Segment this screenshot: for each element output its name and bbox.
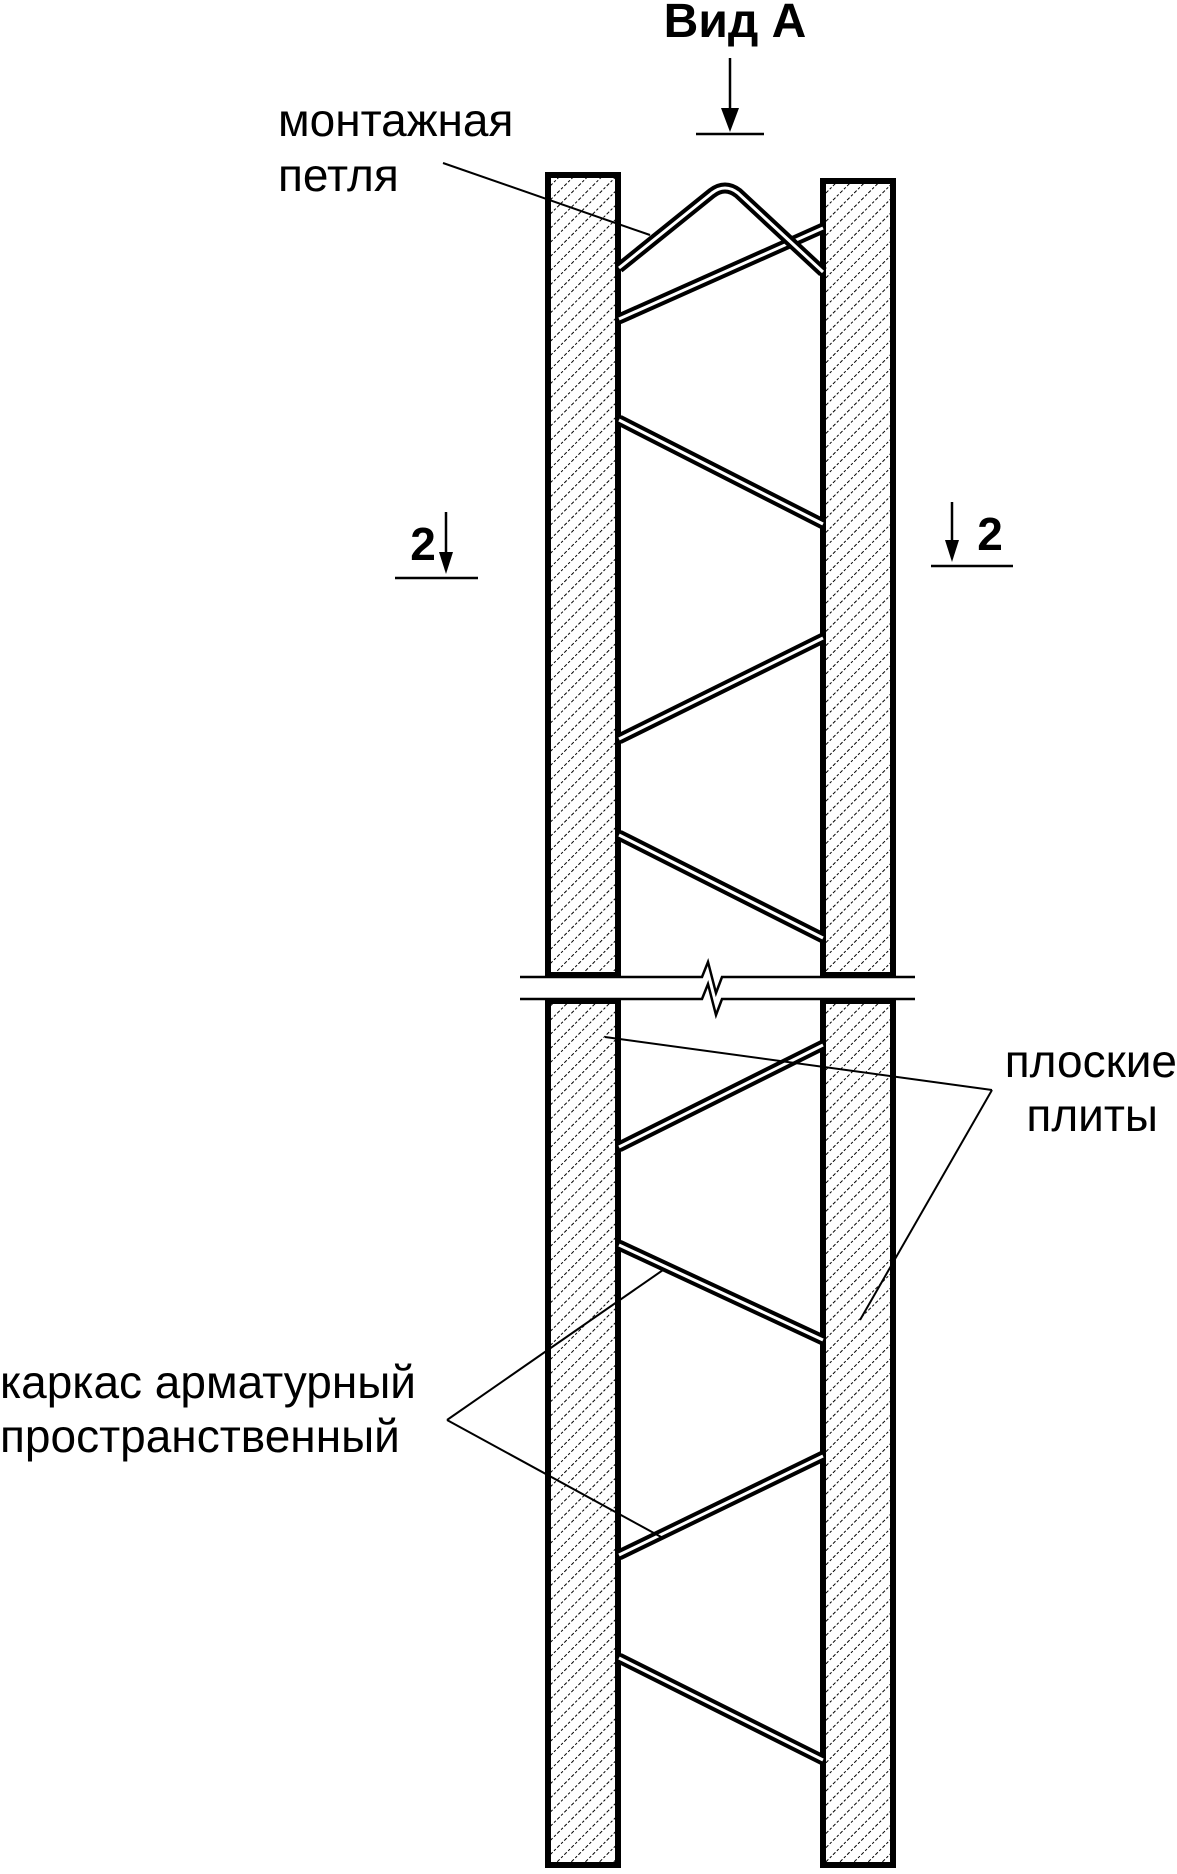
view-a-arrow <box>696 58 764 136</box>
section-marker-right <box>931 502 1013 568</box>
rod-8 <box>616 1653 826 1765</box>
rod-2 <box>616 415 826 529</box>
frame-label-line1: каркас арматурный <box>0 1356 416 1408</box>
mounting-loop <box>615 182 827 277</box>
section-marker-left <box>395 512 478 580</box>
left-plate-lower <box>545 998 621 1868</box>
break-line <box>520 957 920 1020</box>
view-a-label: Вид А <box>664 0 807 48</box>
leader-mounting-loop <box>442 162 651 236</box>
frame-label-line2: пространственный <box>0 1410 400 1462</box>
left-plate-upper <box>545 172 621 978</box>
rod-4 <box>616 830 826 943</box>
right-plate-lower <box>820 998 896 1868</box>
leader-frame <box>446 1269 664 1539</box>
section-right-label: 2 <box>977 508 1003 560</box>
rod-5 <box>616 1040 826 1152</box>
flat-plates-label-line2: плиты <box>1026 1089 1158 1141</box>
section-left-label: 2 <box>410 518 436 570</box>
leader-flat-plates <box>604 1036 993 1321</box>
rod-6 <box>616 1240 826 1345</box>
rod-3 <box>616 633 826 744</box>
right-plate-upper <box>820 178 896 978</box>
rod-7 <box>616 1451 826 1560</box>
mounting-loop-label-line2: петля <box>278 149 399 201</box>
flat-plates-label-line1: плоские <box>1005 1035 1177 1087</box>
mounting-loop-label-line1: монтажная <box>278 94 513 146</box>
